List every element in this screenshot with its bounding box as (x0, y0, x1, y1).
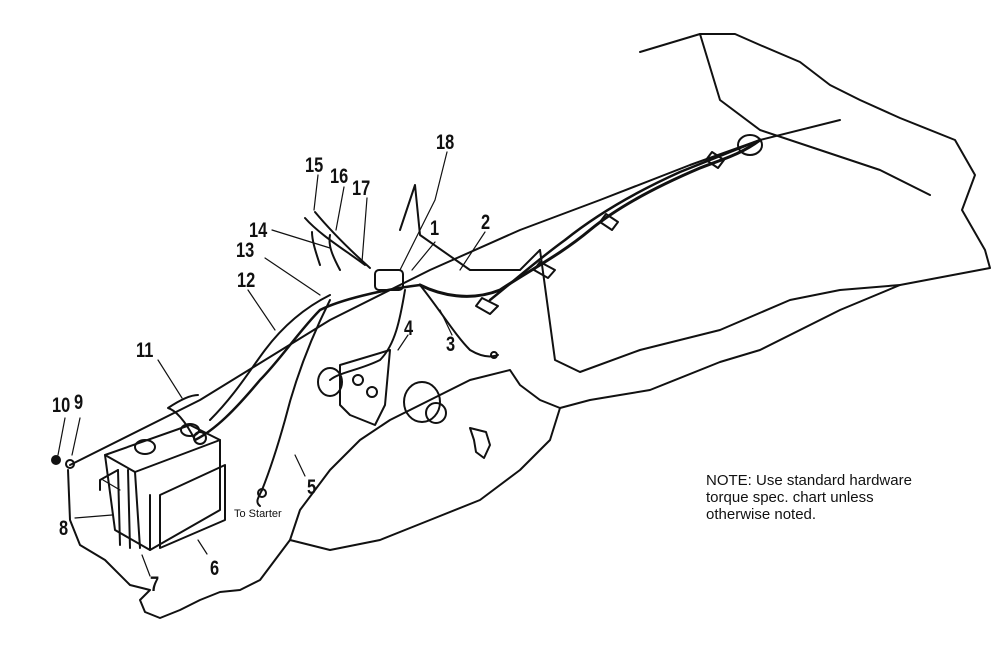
callout-11: 11 (136, 339, 154, 362)
note-line-1: NOTE: Use standard hardware (706, 472, 912, 489)
key (469, 427, 491, 459)
callout-12: 12 (237, 269, 256, 292)
frame-panel (539, 249, 901, 373)
note-line-3: otherwise noted. (706, 506, 817, 523)
harness-second (488, 138, 762, 302)
frame-top-rail (69, 119, 841, 466)
cable-5 (261, 299, 331, 491)
callout-5: 5 (307, 476, 317, 499)
to-starter-label: To Starter (234, 508, 282, 520)
frame-outline (67, 33, 991, 619)
frame-back-edge (699, 33, 931, 196)
callout-10: 10 (52, 394, 71, 417)
note-line-2: torque spec. chart unless (706, 489, 874, 506)
callout-9: 9 (74, 391, 84, 414)
cable-4 (329, 289, 406, 381)
hardware-note: NOTE: Use standard hardware torque spec.… (706, 472, 976, 523)
callout-3: 3 (446, 333, 456, 356)
callout-6: 6 (210, 557, 220, 580)
callout-2: 2 (481, 211, 491, 234)
key-switch (403, 381, 441, 423)
harness-left (193, 283, 422, 442)
callout-8: 8 (59, 517, 69, 540)
switch-bracket (339, 349, 391, 426)
callout-1: 1 (430, 217, 440, 240)
callout-14: 14 (249, 219, 268, 242)
callout-18: 18 (436, 131, 455, 154)
callout-4: 4 (404, 317, 414, 340)
cable-11 (167, 394, 199, 441)
callout-15: 15 (305, 154, 324, 177)
callout-13: 13 (236, 239, 255, 262)
dash-plate (399, 184, 541, 271)
callout-16: 16 (330, 165, 349, 188)
frame-lower (289, 407, 561, 551)
callout-7: 7 (150, 573, 160, 596)
harness-main (418, 138, 762, 298)
callout-17: 17 (352, 177, 371, 200)
battery (99, 423, 226, 551)
cable-3 (419, 284, 499, 358)
